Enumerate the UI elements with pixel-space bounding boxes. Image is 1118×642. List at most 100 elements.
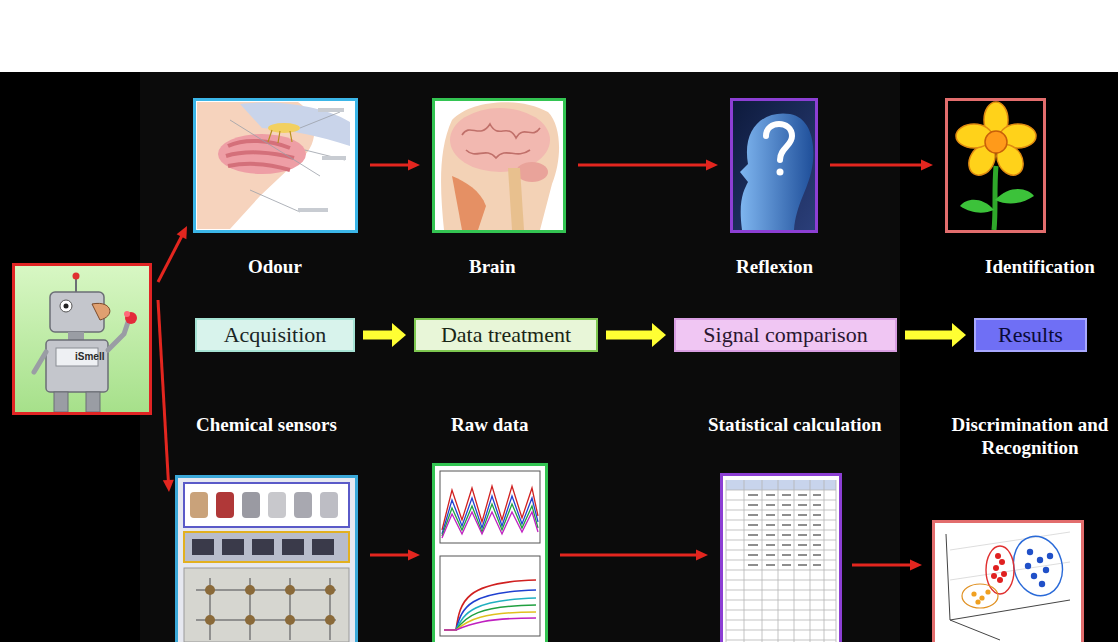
arrow-shaft xyxy=(370,164,409,167)
raw-data-plots-part xyxy=(442,512,538,538)
black-panel-part xyxy=(0,72,1118,642)
brain-anatomy xyxy=(434,100,564,231)
robot-figure-part xyxy=(68,332,84,340)
arrow-head xyxy=(910,560,922,571)
robot-figure-part xyxy=(14,265,150,413)
discrimination-plot-part xyxy=(1043,567,1049,573)
odour-anatomy-part xyxy=(268,123,300,133)
sensor-array-photo-part xyxy=(252,539,274,555)
image-frame xyxy=(432,98,566,233)
robot-figure-part xyxy=(54,392,68,412)
image-frame xyxy=(193,98,358,233)
robot-figure-part xyxy=(64,304,69,309)
statistics-table-part xyxy=(748,495,821,565)
raw-data-plots-part xyxy=(444,605,536,630)
discrimination-plot-part xyxy=(997,577,1003,583)
discrimination-plot-part xyxy=(1027,549,1033,555)
odour-anatomy-part xyxy=(318,108,344,112)
raw-data-plots-part xyxy=(440,471,540,543)
caption-text: Raw data xyxy=(451,414,529,437)
odour-anatomy-part xyxy=(298,208,328,212)
odour-anatomy-part xyxy=(228,164,290,170)
robot-figure-part xyxy=(108,322,128,350)
discrimination-plot-part xyxy=(1001,571,1007,577)
robot-figure-part xyxy=(92,303,110,320)
arrow-shaft xyxy=(363,331,393,340)
robot-chest-text: iSmell xyxy=(75,351,104,362)
sensor-array-photo-part xyxy=(177,477,356,642)
discrimination-plot-part xyxy=(991,573,997,579)
sensor-array-photo-part xyxy=(192,539,214,555)
sensor-array-photo-part xyxy=(242,492,260,518)
arrow-head xyxy=(921,160,933,171)
box-label: Signal comparison xyxy=(703,323,867,347)
image-frame xyxy=(945,98,1046,233)
flow-arrow xyxy=(158,226,187,282)
sensor-array-photo-part xyxy=(268,492,286,518)
odour-anatomy-part xyxy=(195,100,356,231)
box-label: Acquisition xyxy=(224,323,327,347)
sensor-array-photo-part xyxy=(325,585,335,595)
image-node: Discrimination and Recognition xyxy=(932,414,1110,642)
image-node: Reflexion xyxy=(730,98,818,279)
robot-figure-part xyxy=(46,340,108,392)
reflexion-head-part xyxy=(777,169,784,176)
discrimination-plot-part xyxy=(986,546,1014,594)
arrow-head xyxy=(177,226,187,239)
image-caption: Identification xyxy=(985,256,1095,279)
sensor-array-photo-part xyxy=(184,483,349,527)
discrimination-plot-part xyxy=(995,553,1001,559)
odour-anatomy-part xyxy=(228,141,290,148)
flow-arrow xyxy=(905,323,966,347)
arrow-shaft xyxy=(370,554,409,557)
brain-anatomy-part xyxy=(466,150,530,158)
raw-data-plots xyxy=(434,465,546,642)
flow-arrow xyxy=(370,550,420,561)
flower-picture-part xyxy=(947,100,1044,231)
sensor-array-photo-part xyxy=(216,492,234,518)
raw-data-plots-part xyxy=(444,612,536,630)
brain-anatomy-part xyxy=(452,176,486,230)
sensor-array-photo-part xyxy=(245,615,255,625)
process-box: Results xyxy=(974,318,1087,352)
flow-arrow xyxy=(363,323,406,347)
flow-arrow xyxy=(606,323,666,347)
sensor-array-photo-part xyxy=(190,492,208,518)
flow-arrow xyxy=(578,160,718,171)
black-panel xyxy=(0,72,1118,642)
flower-picture-part xyxy=(960,200,994,213)
discrimination-plot-part xyxy=(1037,557,1043,563)
arrow-shaft xyxy=(158,236,182,282)
arrow-shaft xyxy=(560,554,697,557)
discrimination-plot-part xyxy=(1039,581,1045,587)
sensor-array-photo-part xyxy=(184,532,349,562)
statistics-table-part xyxy=(726,490,836,640)
image-caption: Odour xyxy=(248,256,302,279)
discrimination-plot-part xyxy=(1007,531,1069,601)
brain-anatomy-part xyxy=(516,162,548,182)
robot-box: iSmell xyxy=(12,263,152,415)
robot-figure-part xyxy=(86,392,100,412)
box-label: Data treatment xyxy=(441,323,571,347)
image-node: Raw data xyxy=(432,414,548,642)
robot-figure-part xyxy=(125,312,137,324)
process-box: Acquisition xyxy=(195,318,355,352)
flower-picture xyxy=(947,100,1044,231)
discrimination-plot-part xyxy=(985,589,990,594)
sensor-array-photo-part xyxy=(196,578,336,640)
image-frame xyxy=(175,475,358,642)
sensor-array-photo-part xyxy=(205,615,215,625)
robot-figure-part xyxy=(124,311,130,317)
caption-text: Statistical calculation xyxy=(708,414,882,437)
sensor-array-photo-part xyxy=(205,585,215,595)
arrow-head xyxy=(706,160,718,171)
caption-text: Chemical sensors xyxy=(196,414,337,437)
caption-text: Identification xyxy=(985,256,1095,279)
image-frame xyxy=(720,473,842,642)
reflexion-head xyxy=(732,100,816,231)
image-caption: Brain xyxy=(469,256,515,279)
sensor-array-photo-part xyxy=(285,585,295,595)
robot-figure xyxy=(14,265,150,413)
image-frame xyxy=(932,520,1084,642)
